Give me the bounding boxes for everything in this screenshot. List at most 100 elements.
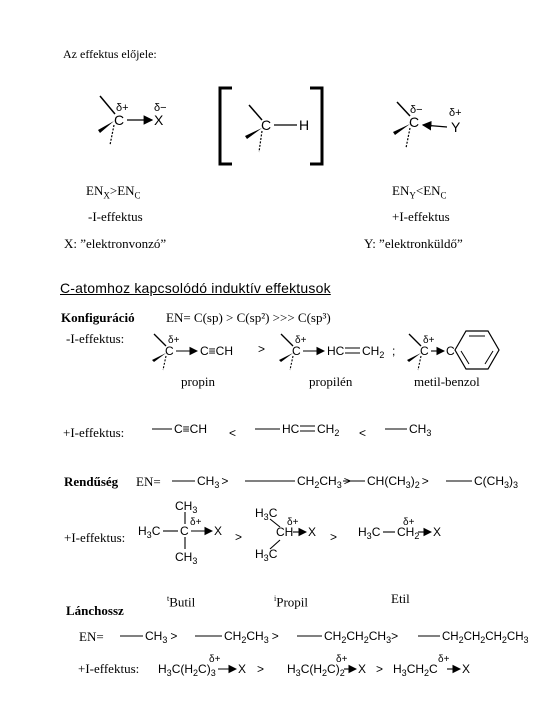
svg-text:C(CH3)3: C(CH3)3 bbox=[474, 474, 518, 490]
molecule-y-donating: C δ− δ+ Y bbox=[393, 101, 462, 149]
order-en: EN= bbox=[136, 474, 161, 489]
svg-text:>: > bbox=[330, 530, 337, 544]
svg-text:>: > bbox=[235, 530, 242, 544]
svg-text:H3C(H2C)2: H3C(H2C)2 bbox=[287, 662, 345, 678]
svg-text:<: < bbox=[359, 426, 366, 440]
minus-i-config-label: -I-effektus: bbox=[66, 331, 125, 346]
svg-text:C: C bbox=[420, 344, 429, 358]
chain-en-row: CH3> CH2CH3> CH2CH2CH3> CH2CH2CH2CH3 bbox=[120, 629, 529, 645]
chain-plus-i-row: H3C(H2C)3 δ+ X > H3C(H2C)2 δ+ X > H3CH2C… bbox=[158, 654, 470, 678]
delta-plus: δ+ bbox=[116, 102, 129, 114]
svg-text:CH2CH2CH2CH3: CH2CH2CH2CH3 bbox=[442, 631, 529, 645]
propin-name: propin bbox=[181, 374, 215, 389]
svg-text:CH2CH3>: CH2CH3> bbox=[297, 474, 351, 490]
section-heading: C-atomhoz kapcsolódó induktív effektusok bbox=[60, 280, 331, 296]
svg-text:H3C: H3C bbox=[358, 525, 381, 541]
svg-text:<: < bbox=[229, 426, 236, 440]
propilen-structure: C δ+ HC CH2 ; bbox=[279, 333, 395, 371]
svg-text:CH: CH bbox=[276, 525, 293, 539]
configuration-label: Konfiguráció bbox=[61, 310, 135, 325]
metilbenzol-name: metil-benzol bbox=[414, 374, 480, 389]
svg-text:X: X bbox=[238, 662, 246, 676]
svg-text:CH3: CH3 bbox=[175, 499, 197, 515]
ipropil-structure: H3C CH δ+ X H3C > bbox=[255, 506, 337, 563]
y-description: Y: ”elektronküldő” bbox=[364, 236, 463, 251]
svg-text:CH(CH3)2>: CH(CH3)2> bbox=[367, 474, 429, 490]
svg-text:;: ; bbox=[392, 344, 395, 358]
svg-text:δ+: δ+ bbox=[438, 654, 450, 665]
hydrogen-label: H bbox=[299, 117, 309, 133]
svg-text:CH3>: CH3> bbox=[145, 629, 177, 645]
x-label: X bbox=[154, 112, 164, 128]
svg-text:X: X bbox=[308, 525, 316, 539]
delta-minus: δ− bbox=[154, 102, 167, 114]
svg-text:H3CH2C: H3CH2C bbox=[393, 662, 438, 678]
svg-text:CH2: CH2 bbox=[317, 422, 339, 438]
svg-text:CH3>: CH3> bbox=[197, 474, 228, 490]
svg-text:δ+: δ+ bbox=[209, 654, 221, 665]
plus-i-effect-label: +I-effektus bbox=[392, 209, 450, 224]
plus-i-order-label: +I-effektus: bbox=[64, 530, 126, 545]
x-description: X: ”elektronvonzó” bbox=[64, 236, 167, 251]
metilbenzol-structure: C δ+ C bbox=[407, 330, 500, 371]
svg-text:δ+: δ+ bbox=[423, 335, 435, 346]
svg-text:H3C: H3C bbox=[255, 506, 278, 522]
carbon-label: C bbox=[114, 112, 124, 128]
svg-text:δ+: δ+ bbox=[168, 335, 180, 346]
svg-text:CH2CH3>: CH2CH3> bbox=[224, 629, 279, 645]
svg-text:X: X bbox=[214, 524, 222, 538]
minus-i-effect-label: -I-effektus bbox=[88, 209, 143, 224]
carbon-label: C bbox=[409, 114, 419, 130]
order-label: Rendűség bbox=[64, 474, 119, 489]
svg-text:>: > bbox=[257, 662, 264, 676]
plus-i-config-label: +I-effektus: bbox=[63, 425, 125, 440]
svg-text:CH2CH2CH3>: CH2CH2CH3> bbox=[324, 629, 398, 645]
tbutil-structure: CH3 H3C C δ+ X CH3 > bbox=[138, 499, 242, 566]
svg-text:X: X bbox=[358, 662, 366, 676]
svg-text:CH3: CH3 bbox=[409, 422, 431, 438]
svg-text:δ+: δ+ bbox=[190, 517, 202, 528]
svg-text:C≡CH: C≡CH bbox=[200, 344, 233, 358]
molecule-reference-ch: C H bbox=[218, 86, 324, 166]
svg-text:C: C bbox=[165, 344, 174, 358]
svg-text:CH2: CH2 bbox=[362, 344, 384, 360]
configuration-en-order: EN= C(sp) > C(sp²) >>> C(sp³) bbox=[166, 310, 331, 325]
chain-en: EN= bbox=[79, 629, 104, 644]
order-en-row: CH3> CH2CH3> CH(CH3)2> C(CH3)3 bbox=[172, 474, 518, 490]
molecule-x-withdrawing: C δ+ δ− X bbox=[98, 95, 167, 146]
benzene-ring bbox=[454, 330, 500, 370]
propin-structure: C δ+ C≡CH > bbox=[152, 333, 265, 371]
etil-structure: H3C CH2 δ+ X bbox=[358, 517, 441, 541]
svg-text:δ+: δ+ bbox=[403, 517, 415, 528]
svg-text:C: C bbox=[292, 344, 301, 358]
plus-i-chain-label: +I-effektus: bbox=[78, 661, 140, 676]
carbon-label: C bbox=[261, 117, 271, 133]
svg-text:C: C bbox=[446, 344, 455, 358]
svg-text:δ+: δ+ bbox=[295, 335, 307, 346]
chain-length-label: Lánchossz bbox=[66, 603, 124, 618]
effect-sign-title: Az effektus előjele: bbox=[63, 47, 157, 61]
svg-text:H3C: H3C bbox=[255, 547, 278, 563]
y-label: Y bbox=[451, 119, 461, 135]
svg-text:X: X bbox=[433, 525, 441, 539]
propilen-name: propilén bbox=[309, 374, 353, 389]
left-en-relation: ENX>ENC bbox=[86, 183, 141, 201]
svg-text:CH3: CH3 bbox=[175, 550, 197, 566]
svg-text:HC: HC bbox=[282, 422, 300, 436]
etil-name: Etil bbox=[391, 591, 410, 606]
svg-text:δ+: δ+ bbox=[336, 654, 348, 665]
delta-minus: δ− bbox=[410, 104, 423, 116]
delta-plus: δ+ bbox=[449, 107, 462, 119]
right-en-relation: ENY<ENC bbox=[392, 183, 447, 201]
svg-text:δ+: δ+ bbox=[287, 517, 299, 528]
plus-i-config-row: C≡CH < HC CH2 < CH3 bbox=[152, 422, 431, 440]
svg-text:X: X bbox=[462, 662, 470, 676]
svg-text:C≡CH: C≡CH bbox=[174, 422, 207, 436]
svg-text:HC: HC bbox=[327, 344, 345, 358]
svg-text:>: > bbox=[258, 342, 265, 356]
ipropil-name: iPropil bbox=[274, 594, 309, 610]
svg-text:CH2: CH2 bbox=[397, 525, 419, 541]
svg-text:H3C(H2C)3: H3C(H2C)3 bbox=[158, 662, 216, 678]
